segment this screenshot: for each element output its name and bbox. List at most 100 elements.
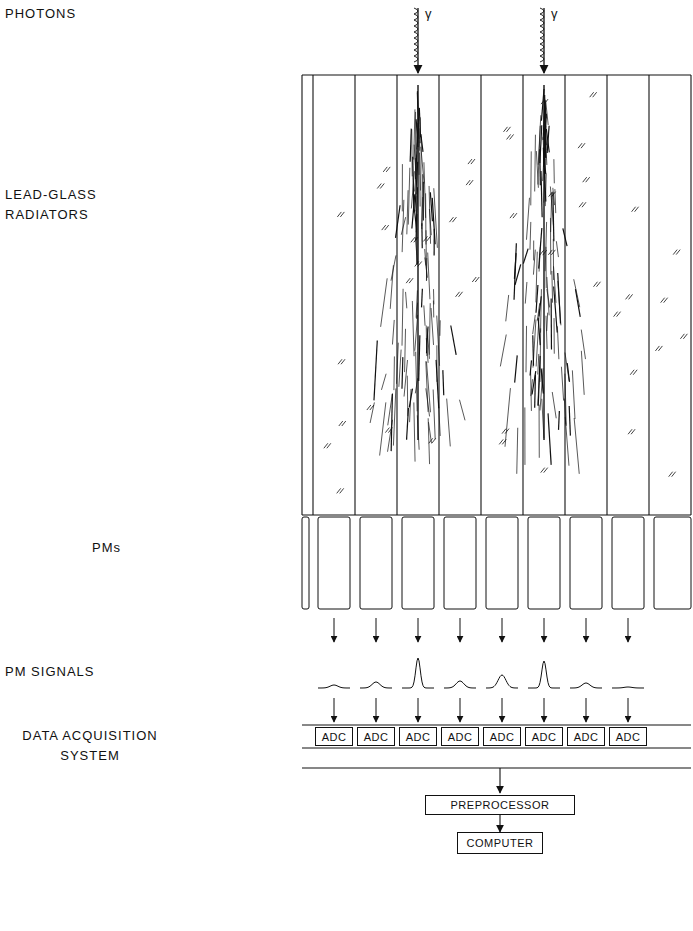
shower-track xyxy=(442,370,444,395)
shower-track xyxy=(546,316,547,349)
adc-box: ADC xyxy=(357,727,395,746)
shower-track xyxy=(426,258,427,281)
box-label: ADC xyxy=(490,731,515,743)
pm-signal-pulse xyxy=(402,658,434,688)
shower-track xyxy=(388,393,393,425)
shower-track xyxy=(428,422,431,443)
shower-track xyxy=(558,411,560,430)
shower-track xyxy=(431,308,433,345)
connector-arrow xyxy=(499,815,500,832)
shower-track xyxy=(548,413,551,465)
shower-track xyxy=(421,223,423,248)
glass-texture xyxy=(544,468,548,473)
adc-box: ADC xyxy=(525,727,563,746)
row-label: LEAD-GLASS RADIATORS xyxy=(5,185,125,224)
shower-track xyxy=(381,278,388,327)
shower-track xyxy=(575,289,580,317)
glass-texture xyxy=(633,370,637,375)
glass-texture xyxy=(452,217,456,222)
shower-track xyxy=(425,230,427,280)
shower-track xyxy=(536,252,537,303)
glass-divider xyxy=(396,75,397,515)
adc-box: ADC xyxy=(483,727,521,746)
shower-track xyxy=(533,241,534,261)
shower-track xyxy=(563,228,567,246)
shower-track xyxy=(547,126,549,153)
pm-tube xyxy=(402,517,434,609)
shower-track xyxy=(547,277,549,315)
shower-track xyxy=(380,402,386,455)
shower-track xyxy=(565,353,569,381)
glass-divider xyxy=(354,75,355,515)
shower-track xyxy=(545,222,546,271)
shower-track xyxy=(426,338,428,363)
shower-track xyxy=(553,239,554,280)
shower-track xyxy=(425,249,426,265)
pm-signal-pulse xyxy=(612,687,644,688)
box-label: ADC xyxy=(364,731,389,743)
row-label: PHOTONS xyxy=(5,4,125,24)
box-label: COMPUTER xyxy=(467,837,534,849)
shower-track xyxy=(399,350,401,387)
shower-track xyxy=(392,320,394,345)
glass-texture xyxy=(513,213,517,218)
row-label: PM SIGNALS xyxy=(5,662,165,682)
shower-track xyxy=(539,149,541,185)
shower-track xyxy=(414,210,416,230)
shower-track xyxy=(429,303,431,355)
pm-signal-pulse xyxy=(444,681,476,688)
pm-tube xyxy=(654,517,691,609)
photon-symbol: γ xyxy=(425,4,445,24)
glass-texture xyxy=(593,92,597,97)
shower-track xyxy=(538,354,539,375)
shower-track xyxy=(558,273,561,323)
lead-glass-array xyxy=(302,75,691,515)
glass-bottom xyxy=(302,514,691,515)
shower-track xyxy=(402,289,403,346)
glass-texture xyxy=(676,250,680,255)
signal-arrow xyxy=(586,698,587,722)
shower-track xyxy=(516,428,518,474)
shower-track xyxy=(551,271,553,303)
shower-track xyxy=(539,247,540,271)
shower-track xyxy=(439,407,441,436)
em-shower xyxy=(500,85,585,474)
shower-track xyxy=(424,305,425,325)
shower-track xyxy=(536,309,539,367)
shower-track xyxy=(561,367,563,401)
shower-track xyxy=(426,362,430,413)
adc-box: ADC xyxy=(441,727,479,746)
glass-texture xyxy=(327,443,331,448)
row-label: DATA ACQUISITION SYSTEM xyxy=(0,726,180,765)
photomultipliers xyxy=(302,517,691,609)
preprocessor-box: PREPROCESSOR xyxy=(425,795,575,815)
adc-box: ADC xyxy=(567,727,605,746)
shower-track xyxy=(406,292,407,308)
glass-texture xyxy=(471,159,475,164)
signal-arrow xyxy=(334,698,335,722)
shower-track xyxy=(430,192,432,221)
shower-track xyxy=(407,190,408,234)
shower-track xyxy=(428,253,430,300)
glass-divider xyxy=(522,75,523,515)
data-bus xyxy=(302,767,691,768)
box-label: ADC xyxy=(616,731,641,743)
shower-track xyxy=(556,241,558,257)
glass-texture xyxy=(582,202,586,207)
signal-arrow xyxy=(376,698,377,722)
glass-texture xyxy=(340,212,344,217)
pm-tube xyxy=(318,517,350,609)
signal-arrow xyxy=(628,618,629,642)
photon-symbol: γ xyxy=(551,4,571,24)
shower-track xyxy=(569,406,570,436)
pm-tube xyxy=(486,517,518,609)
shower-track xyxy=(544,102,546,118)
shower-track xyxy=(419,108,420,137)
glass-texture xyxy=(426,236,430,241)
shower-track xyxy=(541,171,542,217)
shower-track xyxy=(421,174,423,226)
adc-box: ADC xyxy=(315,727,353,746)
shower-track xyxy=(451,325,456,354)
glass-texture xyxy=(506,127,510,132)
